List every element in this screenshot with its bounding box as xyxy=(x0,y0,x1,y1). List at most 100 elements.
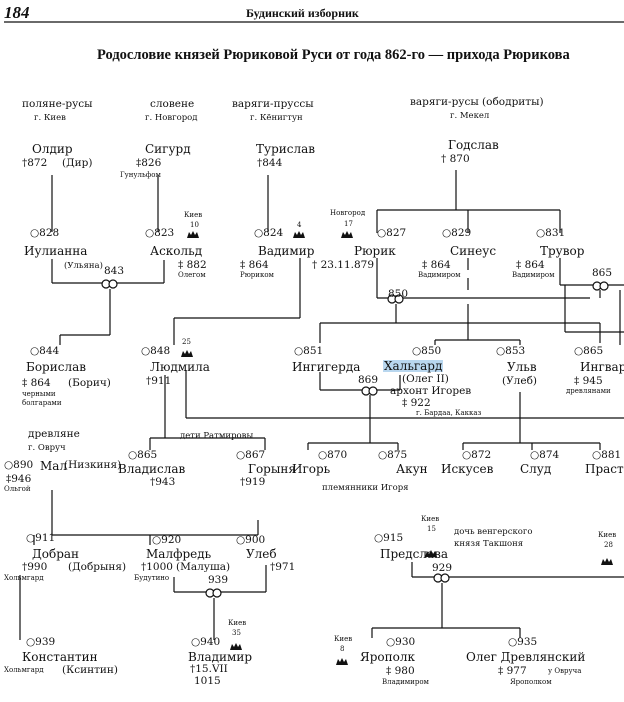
person-date: † 870 xyxy=(441,153,470,165)
tribe-name: поляне-русы xyxy=(22,98,93,110)
reign-city: Киев xyxy=(334,635,353,643)
person-note: Будутино xyxy=(134,574,170,582)
person-name: Рюрик xyxy=(354,244,396,258)
tribe-name: древляне xyxy=(28,428,80,440)
birth-year: ○874 xyxy=(530,449,560,461)
person-name: Мал xyxy=(40,459,68,473)
person-name: Годслав xyxy=(448,138,499,152)
person-alias: (Улеб) xyxy=(502,375,537,387)
person-name: Борислав xyxy=(26,360,86,374)
person-alias: (Малуша) xyxy=(176,561,231,573)
birth-year: ○828 xyxy=(30,227,60,239)
person-name: Трувор xyxy=(540,244,585,258)
reign-city: Киев xyxy=(421,515,440,523)
marriage-year: 850 xyxy=(388,288,409,300)
person-name: Олдир xyxy=(32,142,73,156)
person-note: Хольмгард xyxy=(4,574,44,582)
person-name: Турислав xyxy=(256,142,315,156)
person-alias: (Низкиня) xyxy=(64,459,122,471)
person-year: 1015 xyxy=(194,675,221,687)
person-alias: (Олег II) xyxy=(402,373,449,385)
person-name: Владислав xyxy=(118,462,186,476)
reign-number: 25 xyxy=(182,338,191,346)
person-date: †872 xyxy=(22,157,48,169)
crown-icon xyxy=(601,558,613,565)
birth-year: ○920 xyxy=(152,534,182,546)
person-name: Горыня xyxy=(248,462,296,476)
person-name: Предслава xyxy=(380,547,449,561)
person-name: Владимир xyxy=(188,650,252,664)
birth-year: ○848 xyxy=(141,345,171,357)
reign-number: 4 xyxy=(297,221,302,229)
person-date: †919 xyxy=(240,476,266,488)
person-date: ‡ 864 xyxy=(516,259,545,271)
reign-city: Новгород xyxy=(330,209,366,217)
person-name: Улеб xyxy=(246,547,277,561)
birth-year: ○935 xyxy=(508,636,538,648)
person-alias: (Добрыня) xyxy=(68,561,127,573)
birth-year: ○940 xyxy=(191,636,221,648)
crown-icon xyxy=(341,231,353,238)
person-name-highlighted[interactable]: Хальгард xyxy=(383,359,444,373)
page-title: Родословие князей Рюриковой Руси от года… xyxy=(97,47,570,63)
person-name: Синеус xyxy=(450,244,497,258)
person-note: Вадимиром xyxy=(512,271,555,279)
person-date: ‡946 xyxy=(6,473,32,485)
marriage-year: 939 xyxy=(208,574,229,586)
person-name: Акун xyxy=(396,462,428,476)
person-date: ‡ 864 xyxy=(422,259,451,271)
tribe-city: г. Киев xyxy=(34,113,66,123)
birth-year: ○939 xyxy=(26,636,56,648)
person-date: †990 xyxy=(22,561,48,573)
crown-icon xyxy=(425,550,437,557)
tribe-city: г. Кёнигтун xyxy=(250,113,303,123)
person-note: болгарами xyxy=(22,399,62,407)
marriage-year: 869 xyxy=(358,374,379,386)
person-name: Людмила xyxy=(150,360,210,374)
person-note: Олегом xyxy=(178,271,206,279)
reign-number: 15 xyxy=(427,525,436,533)
reign-city: Киев xyxy=(228,619,247,627)
crown-icon xyxy=(230,643,242,650)
person-title: архонт Игорев xyxy=(390,385,472,397)
person-date: ‡ 864 xyxy=(240,259,269,271)
birth-year: ○824 xyxy=(254,227,284,239)
person-date: † 23.11.879 xyxy=(312,259,375,271)
birth-year: ○930 xyxy=(386,636,416,648)
person-date: †911 xyxy=(146,375,172,387)
crown-icon xyxy=(181,350,193,357)
group-label: племянники Игоря xyxy=(322,483,409,493)
birth-year: ○865 xyxy=(128,449,158,461)
person-date: ‡ 882 xyxy=(178,259,207,271)
person-date: ‡ 864 xyxy=(22,377,51,389)
person-name: Ульв xyxy=(507,360,537,374)
birth-year: ○850 xyxy=(412,345,442,357)
birth-year: ○865 xyxy=(574,345,604,357)
person-name: Ингигерда xyxy=(292,360,361,374)
person-note: Ярополком xyxy=(510,678,552,686)
marriage-year: 865 xyxy=(592,267,613,279)
person-name: Вадимир xyxy=(258,244,315,258)
tribe-city: г. Овруч xyxy=(28,443,66,453)
birth-year: ○867 xyxy=(236,449,266,461)
person-note: князя Такшоня xyxy=(454,539,524,549)
person-alias: (Борич) xyxy=(68,377,111,389)
person-note: Владимиром xyxy=(382,678,429,686)
reign-number: 28 xyxy=(604,541,613,549)
birth-year: ○844 xyxy=(30,345,60,357)
birth-year: ○890 xyxy=(4,459,34,471)
reign-city: Киев xyxy=(184,211,203,219)
person-note: г. Бардаа, Какказ xyxy=(416,409,482,417)
person-name: Ярополк xyxy=(360,650,415,664)
page-number: 184 xyxy=(4,3,30,22)
person-name: Слуд xyxy=(520,462,552,476)
birth-year: ○915 xyxy=(374,532,404,544)
person-note: у Овруча xyxy=(548,667,582,675)
birth-year: ○829 xyxy=(442,227,472,239)
crown-icon xyxy=(187,231,199,238)
person-name: Иулианна xyxy=(24,244,88,258)
person-note: черными xyxy=(22,390,56,398)
reign-number: 8 xyxy=(340,645,345,653)
person-date: ‡ 922 xyxy=(402,397,431,409)
